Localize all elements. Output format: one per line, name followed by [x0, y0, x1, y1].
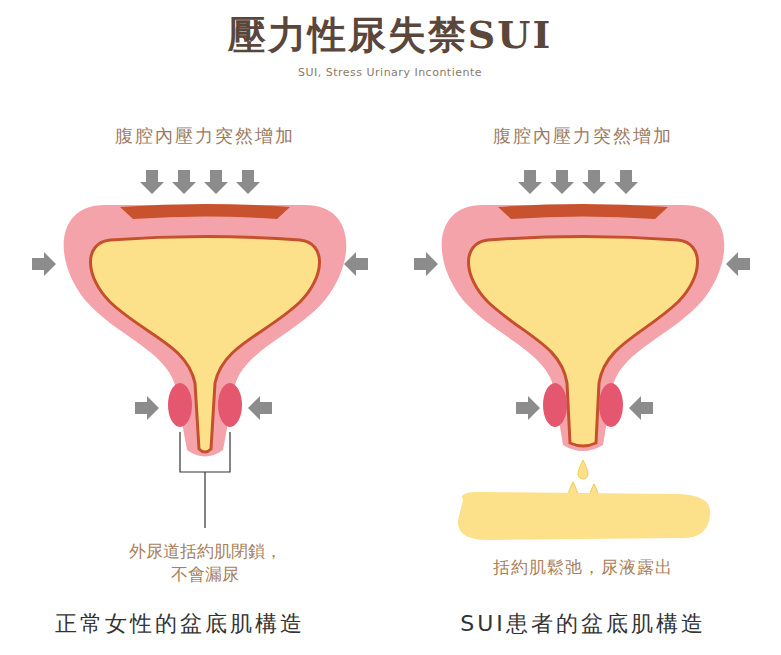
panel-caption: SUI患者的盆底肌構造: [460, 609, 706, 639]
subtitle: SUI, Stress Urinary Incontiente: [298, 66, 482, 81]
bladder: [64, 204, 347, 457]
urine-puddle: [458, 492, 710, 540]
bracket: [180, 432, 230, 528]
closed-sphincter-note: 外尿道括約肌閉鎖， 不會漏尿: [121, 540, 289, 586]
bladder: [442, 204, 725, 451]
panel-caption: 正常女性的盆底肌構造: [55, 609, 305, 639]
pressure-label: 腹腔內壓力突然增加: [115, 124, 295, 148]
normal-panel: [32, 170, 368, 528]
title: 壓力性尿失禁SUI: [228, 10, 552, 61]
sui-panel: [414, 170, 750, 540]
pressure-label: 腹腔內壓力突然增加: [493, 124, 673, 148]
relaxed-sphincter-note: 括約肌鬆弛，尿液露出: [493, 556, 673, 579]
